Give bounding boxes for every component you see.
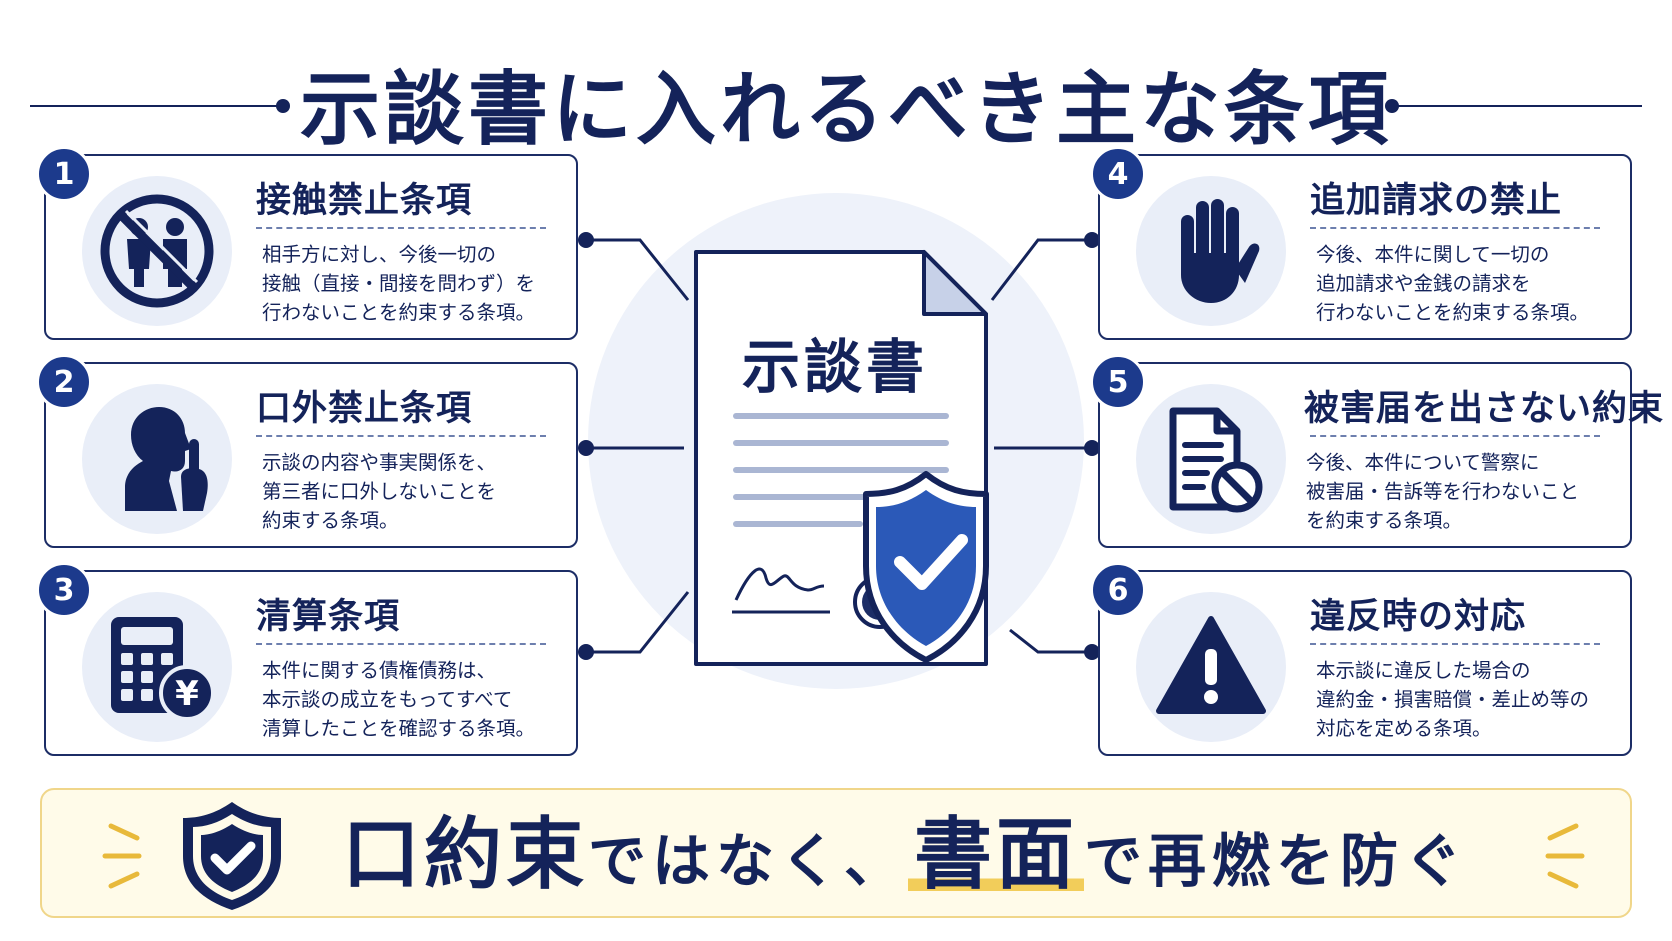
spark-right-icon: [1545, 823, 1585, 889]
title-row: 示談書に入れるべき主な条項: [0, 30, 1672, 156]
title-line-left: [30, 105, 280, 107]
document-title: 示談書: [741, 333, 928, 401]
svg-text:¥: ¥: [175, 674, 199, 714]
icon-circle: [82, 384, 232, 534]
banner-phrase-written: 書面: [908, 810, 1085, 900]
spark-left-icon: [102, 823, 142, 889]
clause-divider: [256, 643, 546, 645]
clause-description: 本件に関する債権債務は、 本示談の成立をもってすべて 清算したことを確認する条項…: [262, 659, 536, 740]
clause-number-badge: 6: [1090, 562, 1146, 618]
clause-number-badge: 3: [36, 562, 92, 618]
shield-check-icon: [183, 802, 281, 910]
stop-hand-icon: [1181, 199, 1260, 303]
page-title: 示談書に入れるべき主な条項: [300, 63, 1392, 156]
clause-title: 接触禁止条項: [256, 181, 473, 221]
clause-description: 相手方に対し、今後一切の 接触（直接・間接を問わず）を 行わないことを約束する条…: [262, 243, 536, 324]
banner-phrase-verbal-promise: 口約束: [342, 810, 589, 900]
clause-number-badge: 4: [1090, 146, 1146, 202]
clause-title: 違反時の対応: [1310, 597, 1527, 637]
clause-card-1: 1 接触禁止条項 相手方に対し、今後一切の 接触（直接・間接を問わず）を 行わな…: [36, 146, 578, 340]
title-line-right: [1392, 105, 1642, 107]
clause-number-badge: 5: [1090, 354, 1146, 410]
icon-circle: ¥: [82, 592, 232, 742]
banner-phrase-prevent: で再燃を防ぐ: [1084, 827, 1469, 895]
calculator-yen-icon: ¥: [111, 617, 215, 721]
no-contact-icon: [100, 194, 214, 308]
banner-phrase-not: ではなく、: [588, 827, 909, 895]
warning-icon: [1156, 616, 1266, 714]
bottom-banner: 口約束ではなく、書面で再燃を防ぐ: [40, 788, 1632, 918]
clause-description: 本示談に違反した場合の 違約金・損害賠償・差止め等の 対応を定める条項。: [1316, 659, 1590, 740]
clause-number-badge: 1: [36, 146, 92, 202]
icon-circle: [1136, 384, 1286, 534]
clause-divider: [256, 227, 546, 229]
clause-title: 口外禁止条項: [256, 389, 473, 429]
icon-circle: [1136, 176, 1286, 326]
no-report-icon: [1169, 407, 1263, 513]
clause-number-badge: 2: [36, 354, 92, 410]
clause-description: 今後、本件に関して一切の 追加請求や金銭の請求を 行わないことを約束する条項。: [1316, 243, 1590, 324]
clause-card-4: 4 追加請求の禁止 今後、本件に関して一切の 追加請求や金銭の請求を 行わないこ…: [1090, 146, 1632, 340]
clause-title: 被害届を出さない約束: [1304, 389, 1665, 429]
title-dot-right: [1385, 99, 1399, 113]
banner-slogan: 口約束ではなく、書面で再燃を防ぐ: [342, 802, 1468, 908]
clause-card-5: 5 被害届を出さない約束 今後、本件について警察に 被害届・告訴等を行わないこと…: [1090, 354, 1665, 548]
icon-circle: [82, 176, 232, 326]
clause-title: 追加請求の禁止: [1310, 181, 1563, 221]
clause-description: 示談の内容や事実関係を、 第三者に口外しないことを 約束する条項。: [262, 451, 497, 532]
clause-divider: [1310, 643, 1600, 645]
clause-title: 清算条項: [256, 597, 401, 637]
clause-divider: [256, 435, 546, 437]
silence-icon: [125, 407, 208, 511]
clause-description: 今後、本件について警察に 被害届・告訴等を行わないこと を約束する条項。: [1306, 451, 1580, 532]
clause-divider: [1310, 435, 1600, 437]
document-illustration: [694, 250, 989, 666]
clause-card-2: 2 口外禁止条項 示談の内容や事実関係を、 第三者に口外しないことを 約束する条…: [36, 354, 578, 548]
title-dot-left: [276, 99, 290, 113]
clause-card-6: 6 違反時の対応 本示談に違反した場合の 違約金・損害賠償・差止め等の 対応を定…: [1090, 562, 1632, 756]
clause-card-3: 3 ¥ 清算条項 本件に関する債権債務は、 本示談の成立をもってすべて 清算した…: [36, 562, 578, 756]
clause-divider: [1310, 227, 1600, 229]
icon-circle: [1136, 592, 1286, 742]
